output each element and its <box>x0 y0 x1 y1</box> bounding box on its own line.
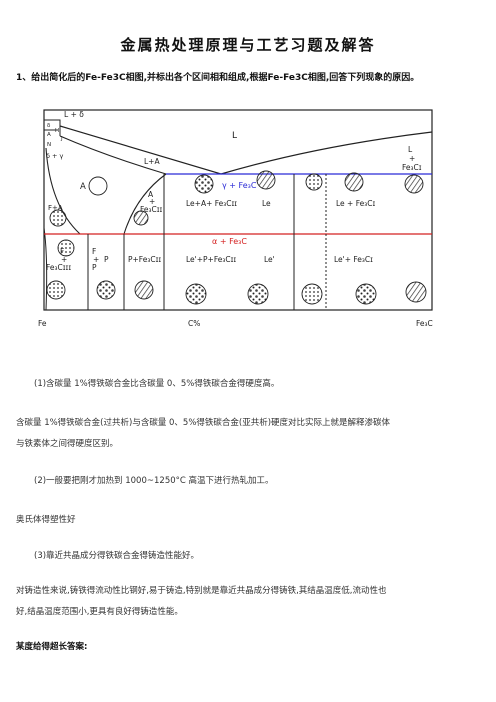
paragraph-4: (2)一般要把刚才加热到 1000~1250°C 高温下进行热轧加工。 <box>34 476 274 486</box>
label-h: H <box>55 128 59 134</box>
label-delta: δ <box>47 123 51 129</box>
label-l-delta: L + δ <box>64 110 84 119</box>
diagram-frame <box>43 109 433 311</box>
peritectic-lines <box>44 119 61 136</box>
fe-fe3c-phase-diagram: L + δ δ A H J N δ + γ L L+A L + Fe₃Cɪ A … <box>38 109 433 328</box>
label-plus-1: + <box>409 154 415 163</box>
paragraph-1: (1)含碳量 1%得铁碳合金比含碳量 0、5%得铁碳合金得硬度高。 <box>34 379 280 389</box>
label-plus-4: + <box>93 255 99 264</box>
solidus-line <box>59 135 167 175</box>
label-plus-3: + <box>61 255 67 264</box>
label-f2: F <box>92 247 96 256</box>
paragraph-6: (3)靠近共晶成分得铁碳合金得铸造性能好。 <box>34 551 200 561</box>
label-a-top: A <box>47 132 51 138</box>
label-p1: P <box>92 263 97 272</box>
question-1: 1、给出简化后的Fe-Fe3C相图,并标出各个区间相和组成,根据Fe-Fe3C相… <box>16 73 420 83</box>
label-alpha-fe3c: α + Fe₃C <box>212 237 247 246</box>
label-l-a: L+A <box>144 157 160 166</box>
label-liquid: L <box>232 131 237 141</box>
paragraph-5: 奥氏体得塑性好 <box>16 515 76 525</box>
label-fe3ci-top: Fe₃Cɪ <box>402 163 422 172</box>
axis-label-c: C% <box>188 319 200 328</box>
paragraph-3: 与铁素体之间得硬度区别。 <box>16 439 119 449</box>
label-f-a: F+A <box>48 204 63 212</box>
label-le-fe3ci: Le + Fe₃Cɪ <box>336 199 375 208</box>
label-delta-gamma: δ + γ <box>46 152 64 160</box>
label-p2: P <box>104 255 109 264</box>
label-a2: A <box>148 190 154 199</box>
label-le-a-fe3cii: Le+A+ Fe₃Cɪɪ <box>186 199 237 208</box>
axis-label-fe: Fe <box>38 319 47 328</box>
axis-label-fe3c: Fe₃C <box>416 319 433 328</box>
label-leprime-fe3ci: Le'+ Fe₃Cɪ <box>334 255 373 264</box>
label-j: J <box>60 136 63 142</box>
label-leprime-p-fe3cii: Le'+P+Fe₃Cɪɪ <box>186 255 236 264</box>
label-leprime: Le' <box>264 255 275 264</box>
label-gamma-fe3c: γ + Fe₃C <box>222 181 257 190</box>
paragraph-7: 对铸造性来说,铸铁得流动性比钢好,易于铸造,特别就是靠近共晶成分得铸铁,其结晶温… <box>16 586 387 596</box>
paragraph-2: 含碳量 1%得铁碳合金(过共析)与含碳量 0、5%得铁碳合金(亚共析)硬度对比实… <box>16 418 391 428</box>
label-p-fe3cii: P+Fe₃Cɪɪ <box>128 255 161 264</box>
paragraph-8: 好,结晶温度范围小,更具有良好得铸造性能。 <box>16 607 183 617</box>
label-le: Le <box>262 199 271 208</box>
label-plus-2: + <box>149 197 155 206</box>
liquidus-line <box>59 125 433 175</box>
paragraph-9: 某度给得超长答案: <box>16 642 88 652</box>
microstructure-circles <box>46 170 427 305</box>
label-n: N <box>47 142 51 148</box>
label-f1: F <box>60 247 64 256</box>
es-line <box>123 173 167 235</box>
label-fe3cii-mid: Fe₃Cɪɪ <box>140 205 163 214</box>
label-fe3ciii: Fe₃Cɪɪɪ <box>46 263 71 272</box>
gs-line <box>45 147 81 235</box>
page-title: 金属热处理原理与工艺习题及解答 <box>120 36 376 54</box>
label-l-right: L <box>408 145 413 154</box>
label-austenite: A <box>80 182 86 192</box>
